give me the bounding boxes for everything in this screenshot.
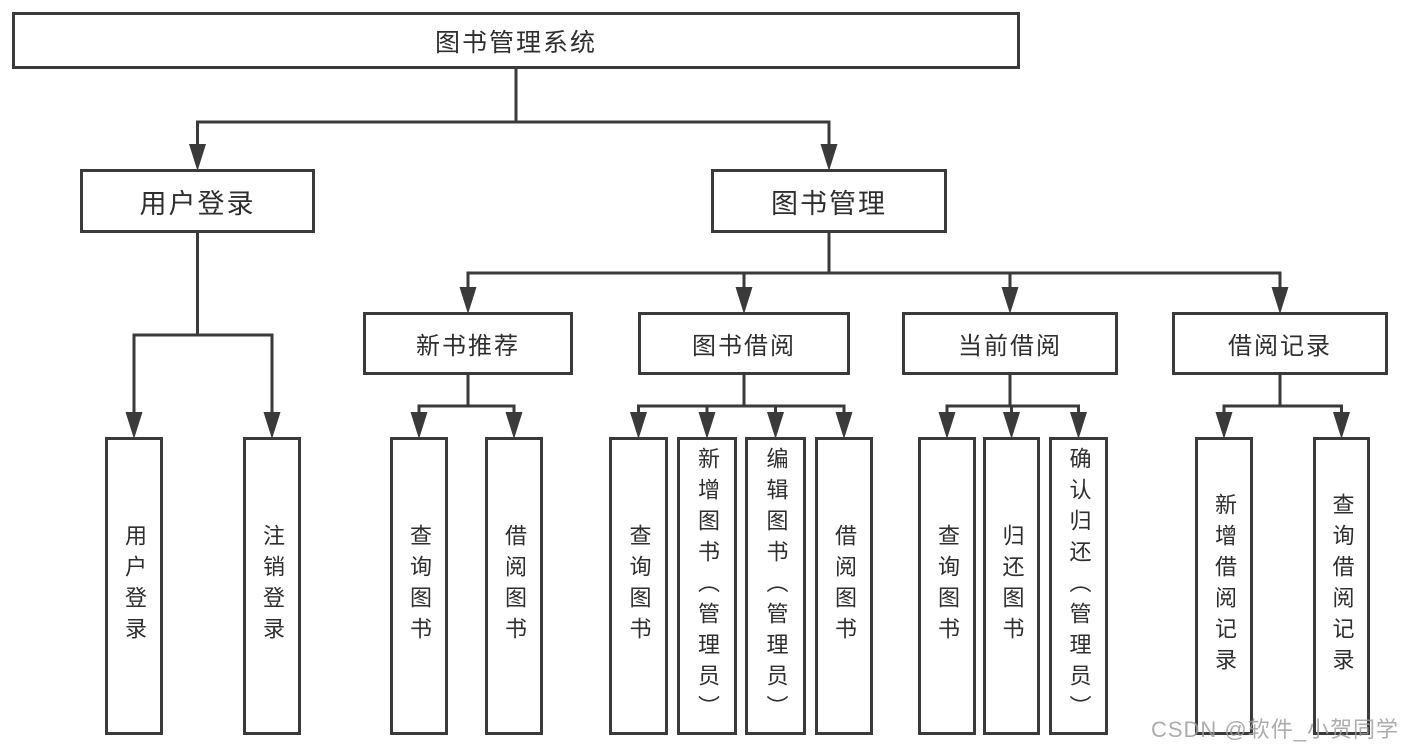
arrowhead-icon [189,144,206,171]
node-leaf-cb-query: 查询图书 [918,437,976,735]
arrowhead-icon [1271,287,1289,314]
arrowhead-icon [410,412,428,439]
node-leaf-cb-return-label: 归还图书 [999,524,1025,648]
node-leaf-bb-query-label: 查询图书 [626,524,652,648]
node-leaf-bb-borrow: 借阅图书 [815,437,873,735]
node-leaf-bb-borrow-label: 借阅图书 [832,524,857,648]
node-leaf-logout-label: 注销登录 [260,524,285,648]
node-current: 当前借阅 [902,312,1118,375]
node-leaf-user-login: 用户登录 [105,437,163,735]
arrowhead-icon [938,412,956,439]
node-login-label: 用户登录 [139,188,256,219]
arrowhead-icon [125,412,143,439]
node-mgmt: 图书管理 [711,169,947,233]
arrowhead-icon [1001,287,1019,314]
node-leaf-cb-return: 归还图书 [983,437,1040,735]
node-root: 图书管理系统 [12,12,1020,69]
node-leaf-logout: 注销登录 [243,437,301,735]
node-leaf-rec-query: 查询借阅记录 [1313,437,1370,735]
arrowhead-icon [459,287,477,314]
node-record-label: 借阅记录 [1228,333,1332,360]
node-root-label: 图书管理系统 [434,28,597,57]
node-leaf-rec-add-label: 新增借阅记录 [1212,493,1237,679]
node-leaf-bb-add-label: 新增图书（管理员） [695,446,720,726]
node-leaf-cb-query-label: 查询图书 [935,524,960,648]
node-newbook: 新书推荐 [363,312,573,375]
node-login: 用户登录 [80,169,315,233]
arrowhead-icon [1333,412,1350,439]
node-leaf-nb-borrow-label: 借阅图书 [502,524,527,648]
arrowhead-icon [263,412,281,439]
arrowhead-icon [1215,412,1233,439]
node-leaf-rec-add: 新增借阅记录 [1195,437,1253,735]
node-current-label: 当前借阅 [958,333,1062,360]
node-borrow-label: 图书借阅 [692,333,796,360]
arrowhead-icon [835,412,853,439]
node-mgmt-label: 图书管理 [771,188,887,219]
arrowhead-icon [505,412,523,439]
node-leaf-cb-confirm: 确认归还（管理员） [1049,437,1108,735]
node-leaf-rec-query-label: 查询借阅记录 [1329,493,1355,679]
arrowhead-icon [1070,412,1087,439]
node-leaf-bb-edit: 编辑图书（管理员） [745,437,806,735]
node-leaf-nb-query-label: 查询图书 [407,524,432,648]
node-leaf-nb-query: 查询图书 [390,437,448,735]
node-leaf-cb-confirm-label: 确认归还（管理员） [1066,446,1092,726]
arrowhead-icon [698,412,716,439]
node-leaf-bb-query: 查询图书 [609,437,668,735]
node-borrow: 图书借阅 [638,312,850,375]
arrowhead-icon [767,412,784,439]
watermark: CSDN @软件_小贺同学 [1150,717,1399,742]
arrowhead-icon [1003,412,1020,439]
node-record: 借阅记录 [1172,312,1388,375]
node-leaf-bb-add: 新增图书（管理员） [677,437,737,735]
node-newbook-label: 新书推荐 [416,333,520,360]
node-leaf-bb-edit-label: 编辑图书（管理员） [763,446,789,726]
node-leaf-user-login-label: 用户登录 [122,524,147,648]
arrowhead-icon [820,144,838,171]
node-leaf-nb-borrow: 借阅图书 [485,437,543,735]
arrowhead-icon [630,412,647,439]
arrowhead-icon [735,287,753,314]
